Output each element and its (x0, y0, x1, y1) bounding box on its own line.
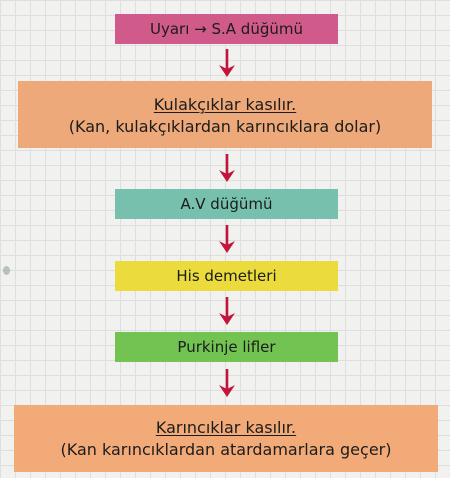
node-his-label: His demetleri (176, 266, 277, 285)
node-kulakciklar-title: Kulakçıklar kasılır. (153, 94, 297, 114)
node-av-label: A.V düğümü (180, 194, 273, 213)
arrow-down-icon (216, 48, 238, 78)
node-kulakciklar-note: (Kan, kulakçıklardan karıncıklara dolar) (68, 116, 382, 136)
arrow-down-icon (216, 296, 238, 326)
arrow-down-icon (216, 153, 238, 183)
arrow-down-icon (216, 224, 238, 254)
arrow-down-icon (216, 368, 238, 398)
node-uyari-sa: Uyarı → S.A düğümü (115, 14, 338, 44)
node-purkinje-label: Purkinje lifler (177, 337, 276, 356)
node-karinciklar-kasilir: Karıncıklar kasılır. (Kan karıncıklardan… (14, 405, 438, 472)
node-karinciklar-note: (Kan karıncıklardan atardamarlara geçer) (60, 439, 392, 459)
node-karinciklar-title: Karıncıklar kasılır. (155, 417, 297, 437)
stray-mark (3, 266, 10, 275)
node-uyari-sa-label: Uyarı → S.A düğümü (150, 19, 303, 38)
node-av-dugumu: A.V düğümü (115, 189, 338, 219)
node-his-demetleri: His demetleri (115, 261, 338, 291)
node-kulakciklar-kasilir: Kulakçıklar kasılır. (Kan, kulakçıklarda… (18, 81, 432, 148)
node-purkinje-lifler: Purkinje lifler (115, 332, 338, 362)
